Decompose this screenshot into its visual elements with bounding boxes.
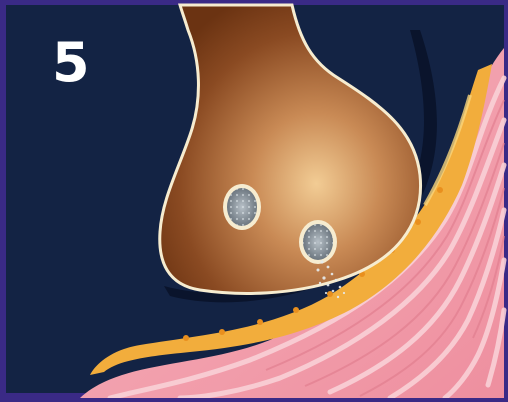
step-number: 5 — [52, 36, 90, 90]
synaptic-vesicle — [223, 184, 261, 230]
exocytosis-vesicle — [299, 220, 337, 264]
